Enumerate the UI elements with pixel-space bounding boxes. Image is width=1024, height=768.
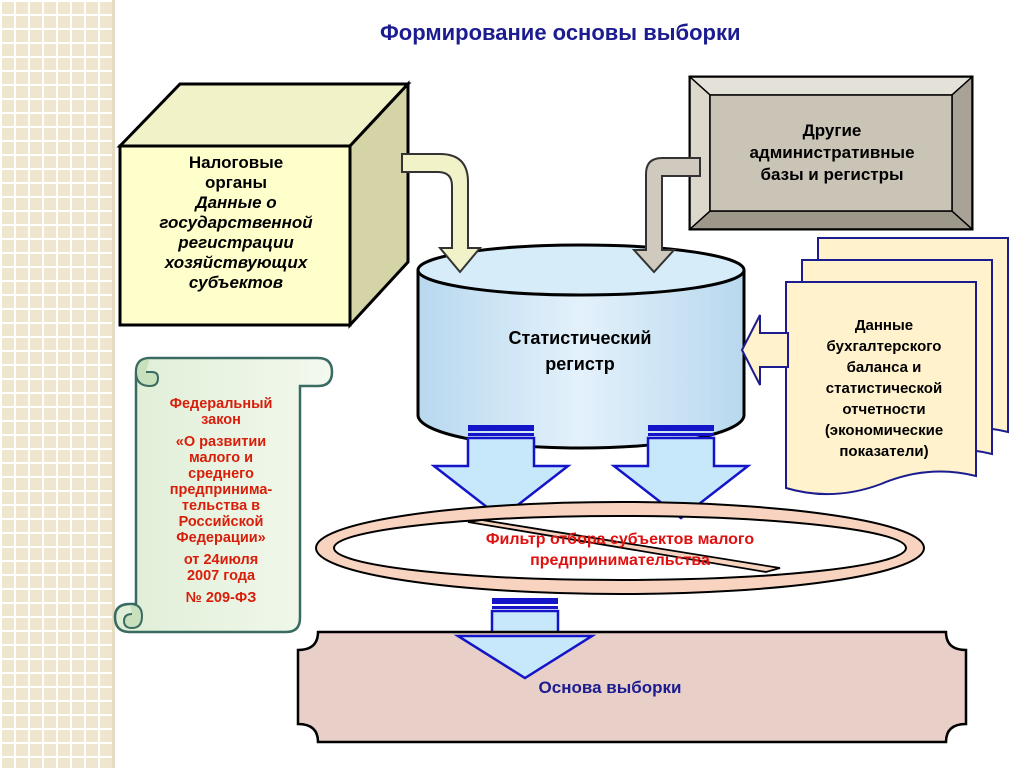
tax-to-register-arrow [401,153,483,274]
law-line: 2007 года [186,568,256,584]
balance-line: баланса и [846,359,922,376]
filter-line: предпринимательства [530,552,710,569]
sidebar-edge [112,0,115,768]
law-line: от 24июля [183,552,259,568]
tax-detail-line: субъектов [188,273,284,292]
law-line: «О развитии [175,434,267,450]
register-line: регистр [545,354,615,374]
tax-organs-label: Налоговые органы Данные о государственно… [126,153,346,293]
balance-line: отчетности [842,401,926,418]
balance-data-label: Данные бухгалтерского баланса и статисти… [796,315,972,462]
page-title: Формирование основы выборки [380,20,741,45]
tax-detail-line: хозяйствующих [164,253,308,272]
balance-line: статистической [825,380,943,397]
balance-to-register-arrow [740,314,789,386]
law-number: № 209-ФЗ [185,590,257,606]
other-bases-box [688,75,974,231]
other-to-register-arrow [631,157,701,274]
federal-law-label: Федеральный закон «О развитии малого и с… [140,396,302,606]
tax-organs-cube [116,80,412,329]
tax-detail-line: регистрации [178,233,294,252]
other-bases-label: Другие административные базы и регистры [712,120,952,186]
balance-line: (экономические [824,422,944,439]
law-line: малого и [188,450,254,466]
law-line: предпринима- [169,482,273,498]
law-line: Федерации» [176,530,266,546]
tax-detail-line: Данные о [195,193,277,212]
other-bases-line: административные [749,143,915,162]
law-line: тельства в [181,498,261,514]
sample-basis-label: Основа выборки [538,678,682,697]
sample-basis-box [296,630,968,744]
law-line: Российской [178,514,264,530]
other-bases-line: базы и регистры [760,165,904,184]
filter-to-basis-arrow-head [453,634,597,680]
balance-documents-stack [785,237,1009,496]
law-line: закон [201,412,241,428]
filter-ring [314,501,926,595]
tax-detail-line: государственной [159,213,313,232]
other-bases-line: Другие [802,121,862,140]
register-to-filter-arrow-right [610,425,752,520]
register-line: Статистический [508,328,652,348]
tax-heading-line: Налоговые [188,153,284,172]
balance-line: показатели) [839,443,929,460]
law-line: Федеральный [169,396,273,412]
tax-heading-line: органы [204,173,268,192]
filter-label: Фильтр отбора субъектов малого предприни… [400,529,840,571]
law-line: среднего [188,466,254,482]
statistical-register-label: Статистический регистр [430,325,730,377]
federal-law-scroll [113,356,334,634]
decorative-sidebar-pattern [0,0,112,768]
balance-line: Данные [854,317,914,334]
filter-line: Фильтр отбора субъектов малого [485,531,755,548]
register-to-filter-arrow-left [430,425,572,520]
balance-line: бухгалтерского [826,338,942,355]
